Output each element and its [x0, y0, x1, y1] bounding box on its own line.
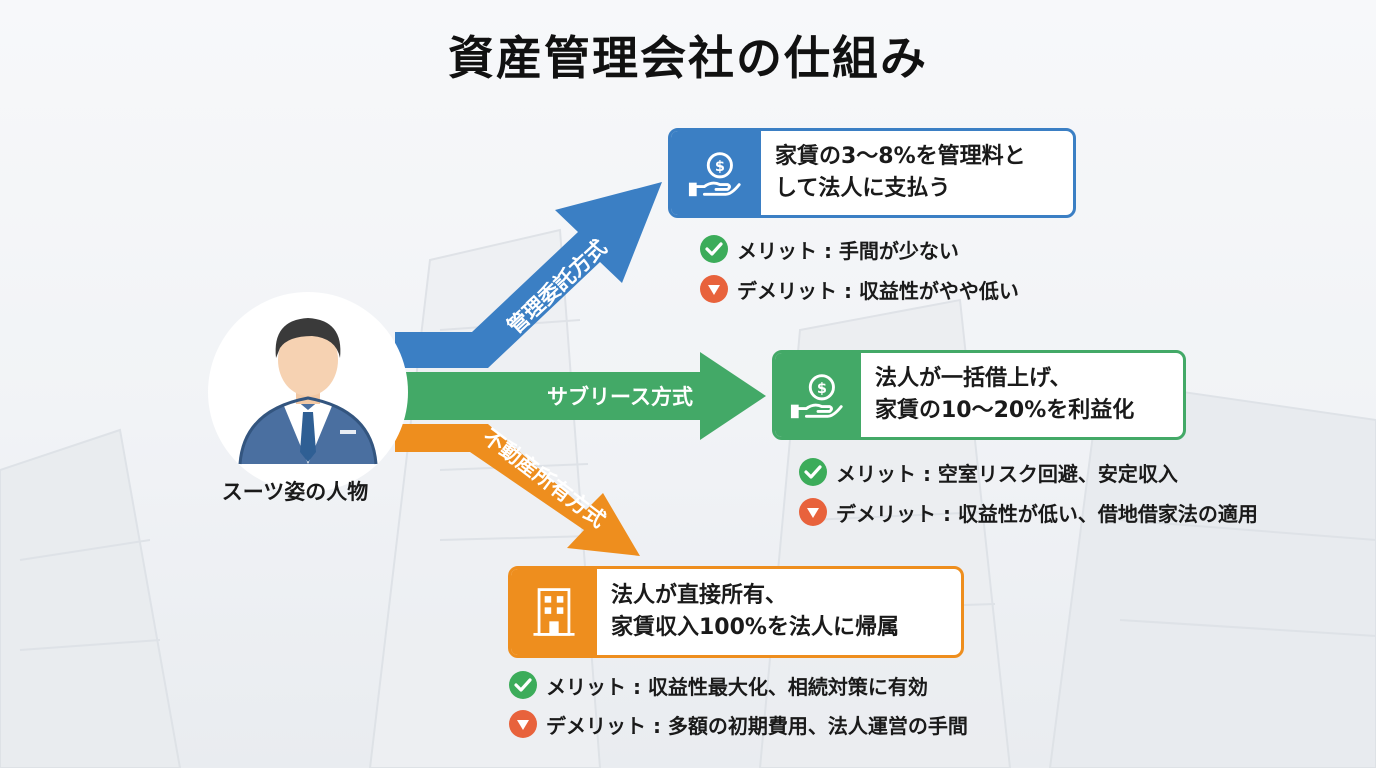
check-icon	[509, 671, 537, 699]
card-desc-line-2: 家賃収入100%を法人に帰属	[611, 615, 899, 640]
card-icon-box: $	[775, 353, 861, 437]
merit-line-ownership: メリット : 収益性最大化、相続対策に有効	[508, 670, 928, 700]
arrow-kanri	[395, 182, 662, 368]
down-triangle-icon	[799, 498, 827, 526]
card-desc-line-1: 家賃の3〜8%を管理料と	[775, 144, 1026, 170]
card-ownership: 法人が直接所有、 家賃収入100%を法人に帰属	[508, 566, 964, 658]
demerit-text: デメリット : 多額の初期費用、法人運営の手間	[546, 713, 968, 738]
check-icon	[700, 235, 728, 263]
demerit-text: デメリット : 収益性がやや低い	[737, 278, 1019, 303]
money-hand-icon: $	[688, 152, 741, 197]
page-title: 資産管理会社の仕組み	[448, 31, 928, 85]
building-icon	[533, 588, 575, 636]
businessman-icon	[238, 318, 378, 465]
arrow-label-ownership: 不動産所有方式	[478, 425, 610, 533]
demerit-line-sublease: デメリット : 収益性が低い、借地借家法の適用	[798, 497, 1258, 527]
arrow-ownership	[395, 424, 640, 556]
card-icon-box	[511, 569, 597, 655]
card-kanri: $ 家賃の3〜8%を管理料と して法人に支払う	[668, 128, 1076, 218]
demerit-line-ownership: デメリット : 多額の初期費用、法人運営の手間	[508, 709, 968, 739]
arrow-label-kanri: 管理委託方式	[503, 235, 612, 338]
card-desc-line-2: して法人に支払う	[775, 176, 951, 201]
avatar	[208, 292, 408, 492]
merit-text: メリット : 手間が少ない	[737, 238, 959, 263]
demerit-text: デメリット : 収益性が低い、借地借家法の適用	[836, 501, 1258, 526]
svg-text:$: $	[817, 381, 827, 397]
demerit-line-kanri: デメリット : 収益性がやや低い	[699, 274, 1019, 304]
check-icon	[799, 458, 827, 486]
card-desc-line-1: 法人が直接所有、	[611, 583, 788, 609]
card-desc-line-1: 法人が一括借上げ、	[875, 366, 1072, 392]
money-hand-icon: $	[790, 374, 843, 419]
merit-text: メリット : 空室リスク回避、安定収入	[836, 461, 1178, 486]
down-triangle-icon	[700, 275, 728, 303]
arrow-sublease	[395, 352, 766, 440]
svg-text:$: $	[715, 159, 725, 175]
arrow-label-sublease: サブリース方式	[547, 385, 693, 409]
down-triangle-icon	[509, 710, 537, 738]
card-desc-line-2: 家賃の10〜20%を利益化	[875, 398, 1135, 423]
card-sublease: $ 法人が一括借上げ、 家賃の10〜20%を利益化	[772, 350, 1186, 440]
merit-line-sublease: メリット : 空室リスク回避、安定収入	[798, 457, 1178, 487]
merit-line-kanri: メリット : 手間が少ない	[699, 234, 959, 264]
person-label: スーツ姿の人物	[221, 480, 369, 504]
card-icon-box: $	[671, 131, 761, 215]
merit-text: メリット : 収益性最大化、相続対策に有効	[546, 674, 928, 699]
